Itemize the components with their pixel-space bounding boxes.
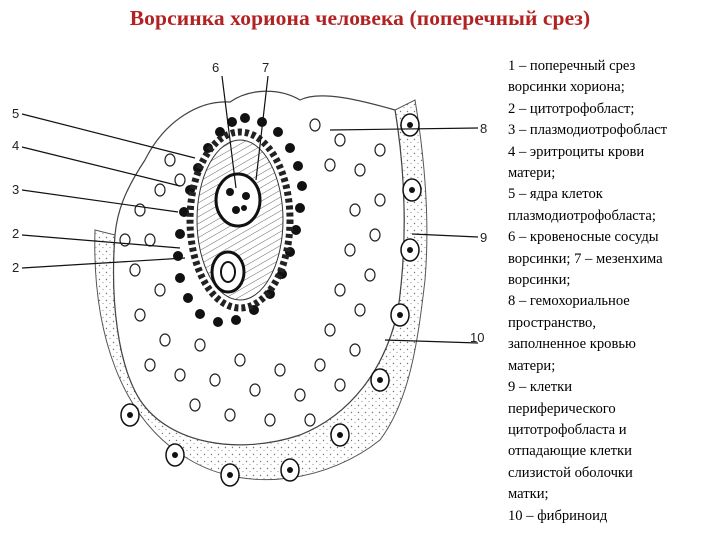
label-2: 2 [12,226,19,241]
label-6: 6 [212,60,219,75]
legend-line: матки; [508,486,549,503]
legend-line: заполненное кровью [508,336,636,353]
legend-line: 10 – фибриноид [508,507,608,524]
leader-lines [21,75,479,344]
slide-title: Ворсинка хориона человека (поперечный ср… [129,6,591,30]
label-9: 9 [480,230,487,245]
peripheral-cytotrophoblast-cells [120,113,422,487]
villus-blood-vessels [210,172,262,294]
legend-line: периферического [508,400,616,417]
legend-line: матери; [508,165,556,182]
legend-line: отпадающие клетки [508,443,632,460]
legend-line: плазмодиотрофобласта; [508,207,656,224]
figure-number-labels: 2 2 3 4 5 6 7 8 9 10 [12,60,487,345]
label-4: 4 [12,138,19,153]
legend-line: матери; [508,357,556,374]
legend-line: 5 – ядра клеток [508,186,603,203]
legend-line: цитотрофобласта и [508,421,627,438]
legend-line: ворсинки хориона; [508,79,625,96]
legend-line: 8 – гемохориальное [508,293,630,310]
cytotrophoblast-ring [186,128,294,312]
legend-line: 2 – цитотрофобласт; [508,100,635,117]
chorionic-villus-diagram: 2 2 3 4 5 6 7 8 9 10 [12,60,487,487]
label-10: 10 [470,330,484,345]
legend-line: 3 – плазмодиотрофобласт [508,122,668,139]
label-5: 5 [12,106,19,121]
label-3: 3 [12,182,19,197]
maternal-erythrocytes [119,118,386,427]
legend-line: пространство, [508,314,596,331]
legend-line: ворсинки; [508,272,571,289]
legend-line: слизистой оболочки [508,464,633,481]
legend-line: 9 – клетки [508,379,573,396]
legend-line: 1 – поперечный срез [508,58,636,74]
legend: 1 – поперечный срез ворсинки хориона; 2 … [508,56,716,527]
legend-line: 4 – эритроциты крови [508,143,645,160]
legend-line: ворсинки; 7 – мезенхима [508,250,663,267]
legend-line: 6 – кровеносные сосуды [508,229,659,246]
label-7: 7 [262,60,269,75]
label-8: 8 [480,121,487,136]
label-1: 2 [12,260,19,275]
